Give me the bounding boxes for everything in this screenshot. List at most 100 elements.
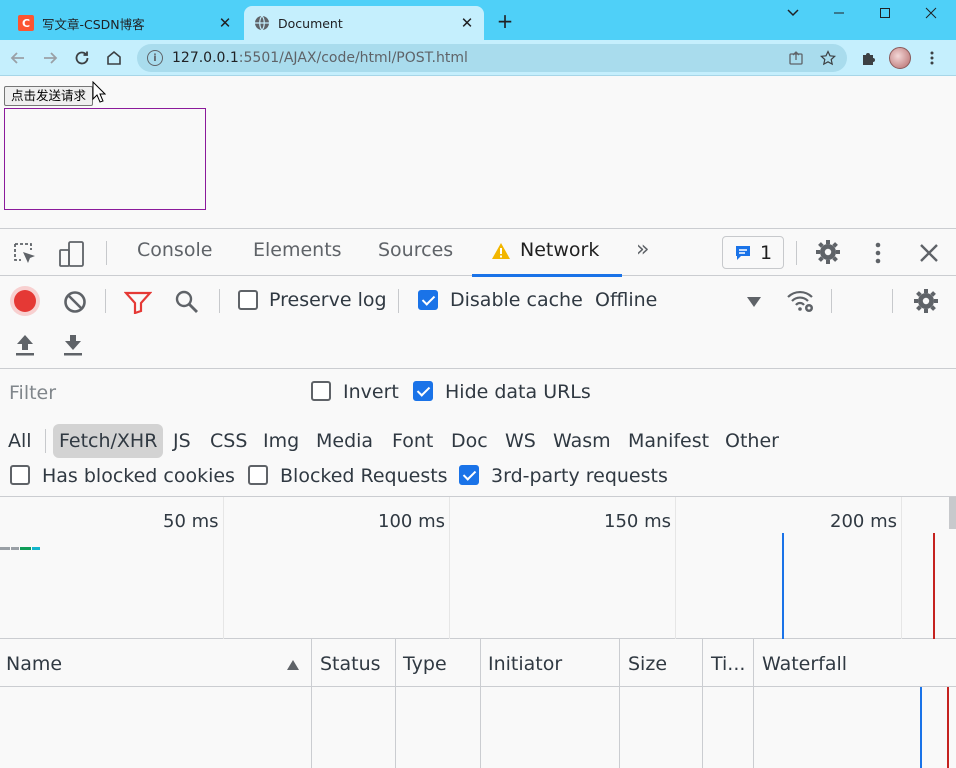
column-divider[interactable]: [702, 639, 703, 768]
grid-line: [675, 497, 676, 639]
import-har-icon[interactable]: [13, 333, 37, 361]
filter-type-ws[interactable]: WS: [505, 430, 536, 452]
column-divider[interactable]: [311, 639, 312, 768]
send-request-button[interactable]: 点击发送请求: [4, 86, 94, 106]
tab-csdn[interactable]: C 写文章-CSDN博客 ✕: [8, 6, 242, 40]
has-blocked-cookies-checkbox[interactable]: [10, 465, 30, 485]
column-divider[interactable]: [753, 639, 754, 768]
separator: [219, 289, 220, 313]
disable-cache-label: Disable cache: [450, 289, 583, 311]
close-devtools-icon[interactable]: [918, 242, 940, 268]
tab-close-icon[interactable]: ✕: [460, 14, 474, 32]
filter-type-manifest[interactable]: Manifest: [628, 430, 710, 452]
column-status[interactable]: Status: [320, 653, 381, 675]
third-party-requests-checkbox[interactable]: [459, 465, 479, 485]
separator: [831, 289, 832, 313]
address-bar[interactable]: i 127.0.0.1:5501/AJAX/code/html/POST.htm…: [137, 44, 847, 72]
customize-menu-icon[interactable]: [870, 241, 886, 269]
devtools-panel: Console Elements Sources Network » 1: [0, 228, 956, 768]
filter-type-fetch-xhr[interactable]: Fetch/XHR: [53, 424, 164, 458]
filter-type-doc[interactable]: Doc: [451, 430, 488, 452]
tab-elements[interactable]: Elements: [253, 239, 342, 261]
filter-type-img[interactable]: Img: [263, 430, 300, 452]
share-icon[interactable]: [784, 46, 808, 70]
maximize-icon[interactable]: [862, 2, 908, 24]
column-divider[interactable]: [480, 639, 481, 768]
filter-input[interactable]: Filter: [9, 382, 57, 404]
chevron-down-icon[interactable]: [746, 293, 762, 312]
extensions-puzzle-icon[interactable]: [856, 46, 880, 70]
grid-line: [223, 497, 224, 639]
reload-icon[interactable]: [70, 46, 94, 70]
tab-close-icon[interactable]: ✕: [218, 14, 232, 32]
tab-search-icon[interactable]: [770, 2, 816, 24]
separator: [106, 241, 107, 265]
has-blocked-cookies-label: Has blocked cookies: [42, 465, 235, 487]
column-waterfall[interactable]: Waterfall: [762, 653, 848, 675]
browser-menu-icon[interactable]: [920, 46, 944, 70]
filter-funnel-icon[interactable]: [123, 290, 153, 318]
hide-data-urls-label: Hide data URLs: [445, 381, 591, 403]
network-settings-gear-icon[interactable]: [913, 288, 939, 318]
clear-icon[interactable]: [63, 290, 87, 318]
filter-type-media[interactable]: Media: [316, 430, 374, 452]
column-name[interactable]: Name: [6, 653, 63, 675]
inspect-element-icon[interactable]: [13, 242, 39, 270]
issues-count: 1: [759, 241, 773, 264]
column-initiator[interactable]: Initiator: [488, 653, 563, 675]
filter-type-wasm[interactable]: Wasm: [553, 430, 611, 452]
home-icon[interactable]: [102, 46, 126, 70]
new-tab-button[interactable]: +: [496, 9, 514, 33]
export-har-icon[interactable]: [61, 333, 85, 361]
throttling-select[interactable]: Offline: [595, 289, 658, 311]
column-size[interactable]: Size: [628, 653, 668, 675]
browser-toolbar: i 127.0.0.1:5501/AJAX/code/html/POST.htm…: [0, 40, 956, 76]
window-close-icon[interactable]: [908, 2, 954, 24]
record-icon: [14, 290, 36, 312]
separator: [398, 289, 399, 313]
invert-checkbox[interactable]: [311, 381, 331, 401]
blocked-requests-checkbox[interactable]: [248, 465, 268, 485]
column-divider[interactable]: [395, 639, 396, 768]
profile-avatar[interactable]: [888, 46, 912, 70]
tab-document[interactable]: Document ✕: [244, 6, 484, 40]
column-type[interactable]: Type: [403, 653, 447, 675]
overview-scroll-handle[interactable]: [949, 497, 956, 529]
network-conditions-icon[interactable]: [786, 289, 816, 317]
issues-button[interactable]: 1: [722, 236, 784, 269]
minimize-icon[interactable]: [816, 2, 862, 24]
separator: [892, 289, 893, 313]
tick-150ms: 150 ms: [604, 511, 671, 532]
column-divider[interactable]: [619, 639, 620, 768]
filter-type-js[interactable]: JS: [173, 430, 191, 452]
invert-label: Invert: [343, 381, 399, 403]
tab-network[interactable]: Network: [520, 239, 600, 261]
record-button[interactable]: [10, 286, 40, 316]
column-time[interactable]: Ti...: [711, 653, 746, 675]
bookmark-star-icon[interactable]: [816, 46, 840, 70]
preserve-log-label: Preserve log: [269, 289, 387, 311]
warning-icon: [491, 242, 511, 264]
device-toolbar-icon[interactable]: [58, 240, 86, 272]
forward-icon[interactable]: [38, 46, 62, 70]
disable-cache-checkbox[interactable]: [418, 290, 438, 310]
filter-type-all[interactable]: All: [8, 430, 32, 452]
tab-sources[interactable]: Sources: [378, 239, 454, 261]
site-info-icon[interactable]: i: [147, 50, 163, 66]
network-overview[interactable]: 50 ms 100 ms 150 ms 200 ms: [0, 497, 956, 639]
filter-type-other[interactable]: Other: [725, 430, 779, 452]
back-icon[interactable]: [6, 46, 30, 70]
settings-gear-icon[interactable]: [815, 239, 841, 269]
filter-type-css[interactable]: CSS: [210, 430, 248, 452]
search-icon[interactable]: [174, 289, 200, 319]
hide-data-urls-checkbox[interactable]: [413, 381, 433, 401]
tab-title: 写文章-CSDN博客: [42, 16, 145, 32]
devtools-tab-bar: Console Elements Sources Network » 1: [0, 229, 956, 277]
filter-type-font[interactable]: Font: [392, 430, 434, 452]
grid-line: [449, 497, 450, 639]
url-text[interactable]: 127.0.0.1:5501/AJAX/code/html/POST.html: [172, 50, 468, 66]
tab-console[interactable]: Console: [137, 239, 213, 261]
more-tabs-icon[interactable]: »: [636, 237, 650, 262]
preserve-log-checkbox[interactable]: [238, 290, 258, 310]
csdn-favicon-icon: C: [18, 15, 34, 31]
